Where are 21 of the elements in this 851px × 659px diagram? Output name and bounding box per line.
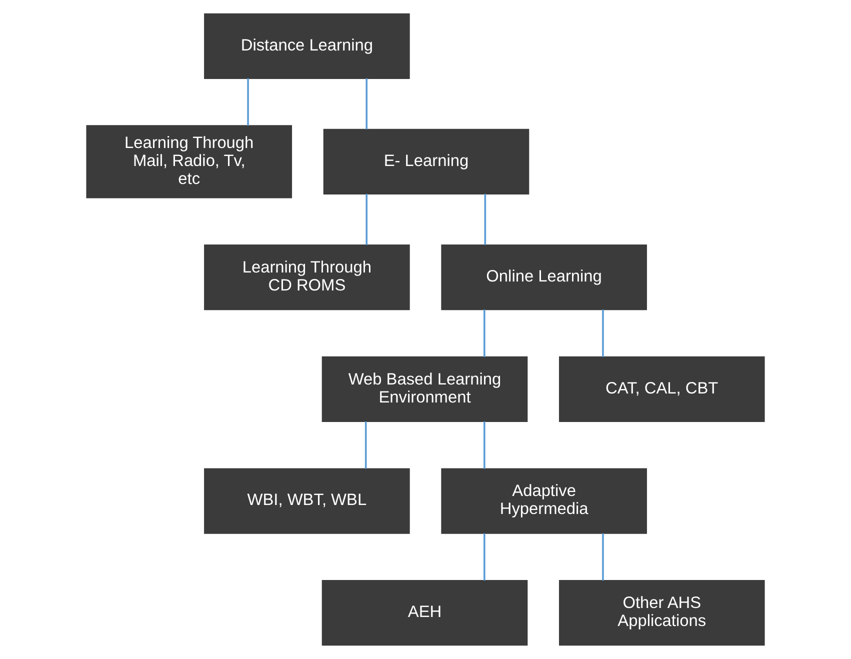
node-box: Distance Learning bbox=[204, 13, 410, 79]
node-box: E- Learning bbox=[323, 128, 530, 195]
connector bbox=[484, 194, 486, 245]
node-box: AEH bbox=[322, 580, 528, 646]
connector bbox=[366, 78, 368, 130]
node-box: Web Based Learning Environment bbox=[322, 356, 528, 422]
connector bbox=[364, 422, 367, 469]
connector bbox=[602, 533, 604, 581]
connector bbox=[484, 422, 486, 469]
node-box: Learning Through CD ROMS bbox=[204, 244, 410, 310]
connector bbox=[602, 310, 604, 357]
connector bbox=[366, 194, 368, 245]
node-box: Other AHS Applications bbox=[558, 580, 765, 646]
connector bbox=[484, 533, 486, 581]
connector bbox=[484, 310, 486, 357]
node-box: CAT, CAL, CBT bbox=[558, 356, 765, 422]
node-box: Online Learning bbox=[441, 244, 647, 310]
node-box: Learning Through Mail, Radio, Tv, etc bbox=[86, 125, 292, 198]
node-box: Adaptive Hypermedia bbox=[441, 468, 647, 534]
node-box: WBI, WBT, WBL bbox=[204, 468, 410, 534]
connector bbox=[247, 78, 249, 126]
